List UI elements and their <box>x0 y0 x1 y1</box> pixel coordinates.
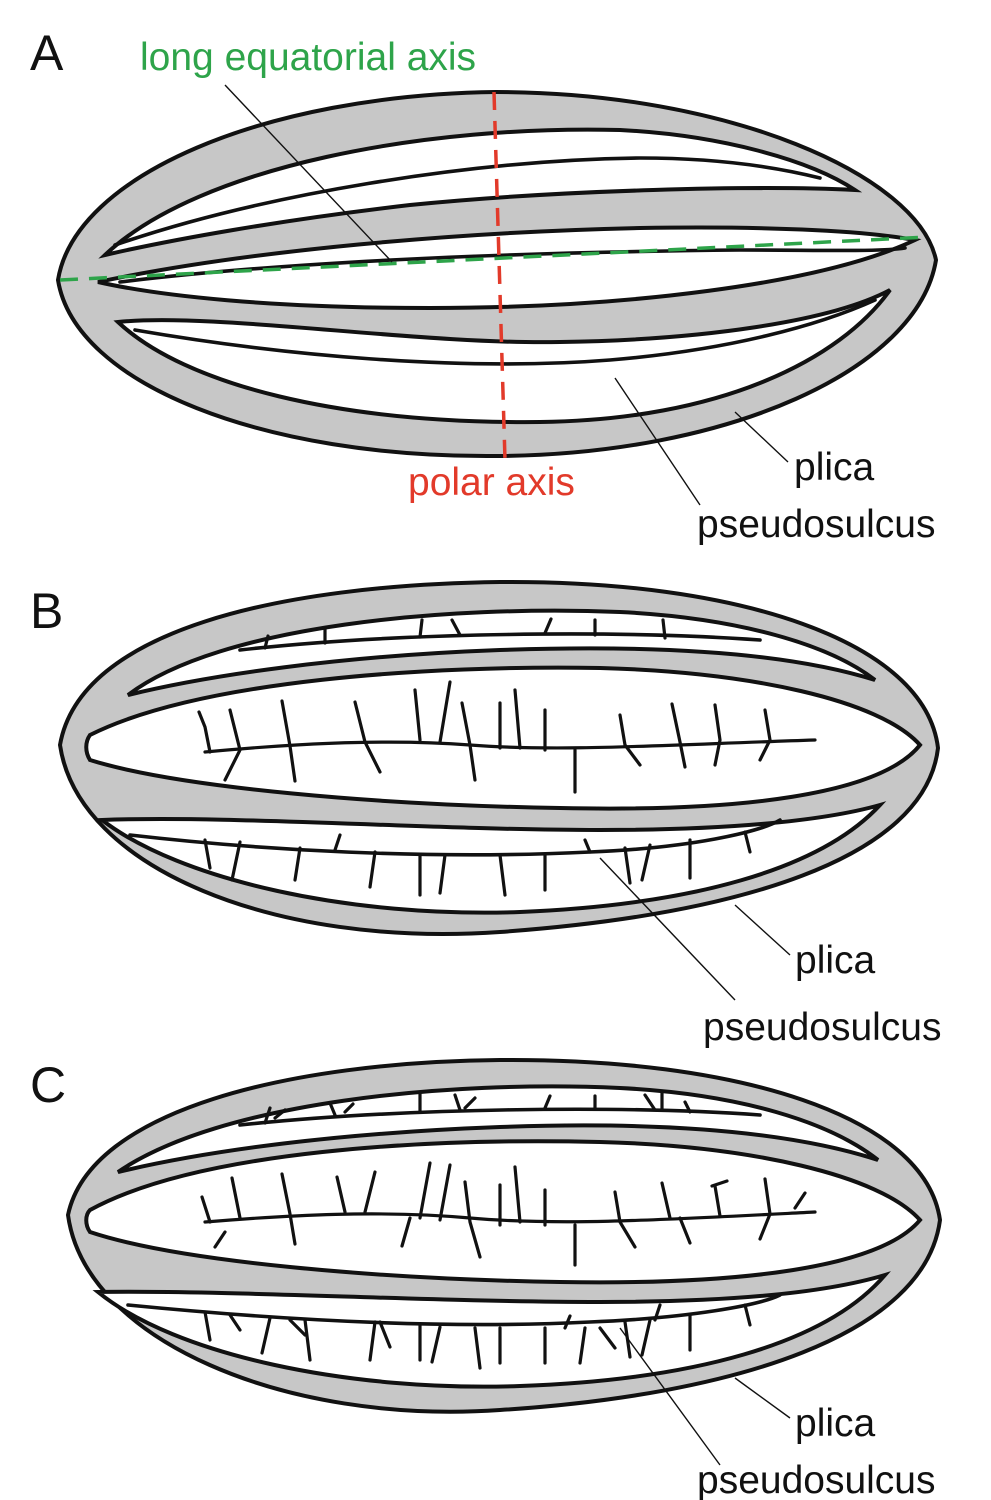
pseudosulcus-network-c <box>126 1090 817 1370</box>
lumen-bottom-c <box>92 1271 891 1389</box>
equatorial-axis-leader <box>224 84 393 263</box>
panel-letter-a: A <box>30 25 64 81</box>
polar-axis-label: polar axis <box>408 461 575 504</box>
lumen-top-b <box>126 608 877 697</box>
plica-label-a: plica <box>794 446 875 489</box>
pseudosulcus-leader-c <box>619 1327 721 1466</box>
pseudosulcus-label-a: pseudosulcus <box>697 503 936 546</box>
panel-letter-b: B <box>30 583 63 639</box>
panel-letter-c: C <box>30 1057 66 1113</box>
lumen-middle-c <box>84 1139 923 1285</box>
pseudosulcus-label-b: pseudosulcus <box>703 1006 942 1049</box>
pseudosulcus-label-c: pseudosulcus <box>697 1459 936 1500</box>
panel-a: A long equatorial axis polar axis plica … <box>30 25 939 546</box>
pseudosulcus-network-b <box>128 617 817 897</box>
lumen-bottom-a <box>113 288 892 425</box>
plica-leader-c <box>734 1377 791 1419</box>
long-equatorial-axis-label: long equatorial axis <box>140 36 476 79</box>
lumen-top-a <box>98 127 863 259</box>
plica-label-b: plica <box>795 939 876 982</box>
pseudosulcus-line-top-a <box>113 156 822 247</box>
pseudosulcus-leader-a <box>614 377 701 506</box>
plica-leader-b <box>734 904 791 956</box>
pseudosulcus-line-bottom-a <box>133 298 877 366</box>
lumen-bottom-b <box>96 801 887 915</box>
polar-axis-line <box>492 91 507 461</box>
plica-label-c: plica <box>795 1402 876 1445</box>
plica-leader-a <box>734 411 789 463</box>
panel-b: B plica pseudosulcus <box>30 579 942 1049</box>
panel-c: C plica pseudosulcus <box>30 1057 943 1500</box>
pseudosulcus-leader-b <box>599 857 736 1001</box>
